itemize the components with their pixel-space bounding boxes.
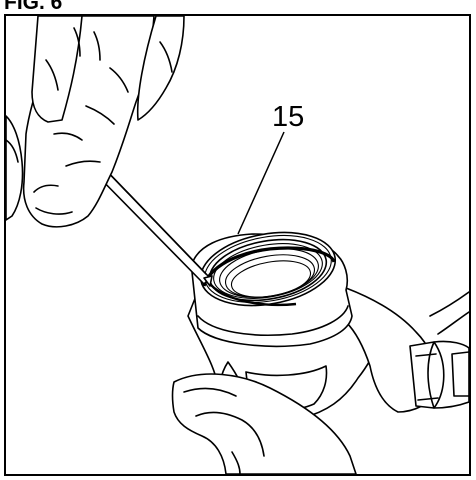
hose-upper xyxy=(429,291,469,317)
side-arm xyxy=(345,287,469,413)
hand xyxy=(6,16,185,228)
pick-tool xyxy=(89,161,213,287)
bearing-cup xyxy=(191,231,353,348)
callout-number-15: 15 xyxy=(272,101,304,133)
hose-lower xyxy=(437,311,469,335)
figure-label: FIG. 6 xyxy=(4,0,63,14)
illustration-frame: 15 xyxy=(4,14,471,476)
snap-ring xyxy=(202,246,336,287)
callout-leader xyxy=(237,131,285,235)
lower-yoke xyxy=(171,373,357,474)
technical-illustration: 15 xyxy=(6,16,469,474)
